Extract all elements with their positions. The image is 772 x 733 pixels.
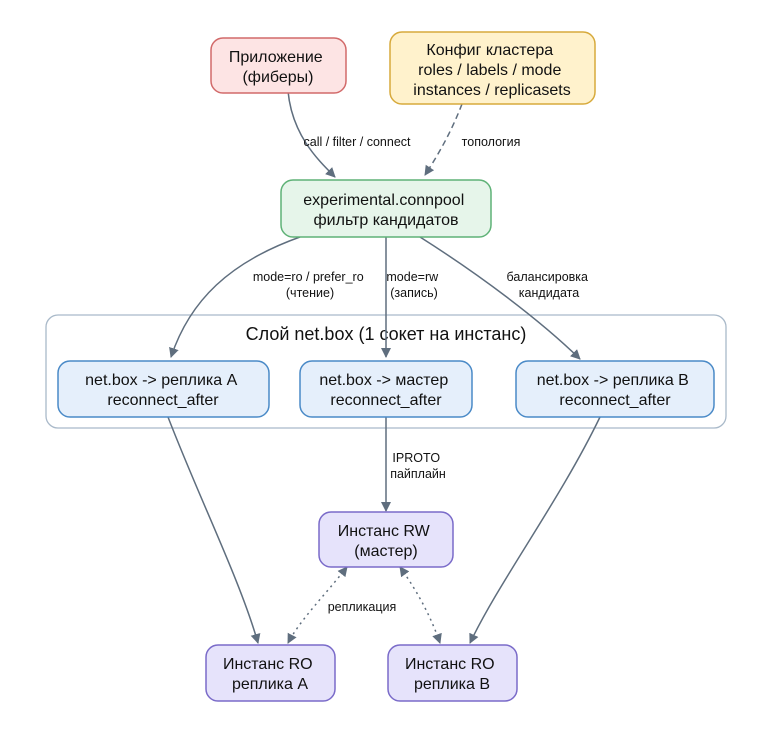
node-instance-ro-b: Инстанс RO реплика B (387, 644, 518, 702)
label-pool-master: mode=rw (запись) (386, 270, 441, 300)
node-netbox-master-box (299, 360, 473, 418)
edge-netbox-b-to-ro-b (469, 416, 601, 644)
node-netbox-replica-a-box (57, 360, 270, 418)
node-netbox-replica-b: net.box -> реплика B reconnect_after (515, 360, 715, 418)
label-app-pool: call / filter / connect (304, 135, 412, 149)
node-netbox-replica-a: net.box -> реплика A reconnect_after (57, 360, 270, 418)
node-netbox-master: net.box -> мастер reconnect_after (299, 360, 473, 418)
node-cluster-config: Конфиг кластера roles / labels / mode in… (389, 31, 596, 105)
label-config-pool: топология (462, 135, 521, 149)
node-netbox-master-text: net.box -> мастер reconnect_after (319, 372, 452, 409)
label-replication: репликация (328, 600, 397, 614)
node-application-text: Приложение (фиберы) (229, 49, 327, 86)
edge-app-to-pool (287, 90, 336, 178)
node-netbox-replica-b-box (515, 360, 715, 418)
label-pool-b: балансировка кандидата (507, 270, 592, 300)
node-instance-ro-b-text: Инстанс RO реплика B (405, 656, 499, 693)
edges (167, 90, 601, 644)
node-netbox-replica-a-text: net.box -> реплика A reconnect_after (85, 372, 241, 409)
node-instance-ro-b-box (387, 644, 518, 702)
node-instance-ro-a-text: Инстанс RO реплика A (223, 656, 317, 693)
edge-pool-to-netbox-a (169, 236, 301, 358)
node-instance-rw-box (318, 511, 454, 568)
edge-labels: call / filter / connect топология mode=r… (253, 135, 592, 614)
edge-netbox-a-to-ro-a (167, 416, 261, 644)
label-pool-a: mode=ro / prefer_ro (чтение) (253, 270, 367, 300)
node-cluster-config-text: Конфиг кластера roles / labels / mode in… (413, 42, 570, 99)
node-application-box (210, 37, 347, 94)
node-application: Приложение (фиберы) (210, 37, 347, 94)
node-instance-rw-text: Инстанс RW (мастер) (338, 523, 434, 560)
edge-replication-b (399, 566, 442, 644)
node-connpool: experimental.connpool фильтр кандидатов (280, 179, 492, 238)
node-instance-rw: Инстанс RW (мастер) (318, 511, 454, 568)
node-connpool-text: experimental.connpool фильтр кандидатов (303, 192, 468, 229)
node-cluster-config-box (389, 31, 596, 105)
node-netbox-replica-b-text: net.box -> реплика B reconnect_after (537, 372, 694, 409)
edge-pool-to-netbox-b (419, 236, 581, 360)
node-instance-ro-a: Инстанс RO реплика A (205, 644, 336, 702)
label-iproto: IPROTO пайплайн (390, 451, 446, 481)
node-instance-ro-a-box (205, 644, 336, 702)
edge-config-to-pool (424, 103, 463, 176)
node-connpool-box (280, 179, 492, 238)
